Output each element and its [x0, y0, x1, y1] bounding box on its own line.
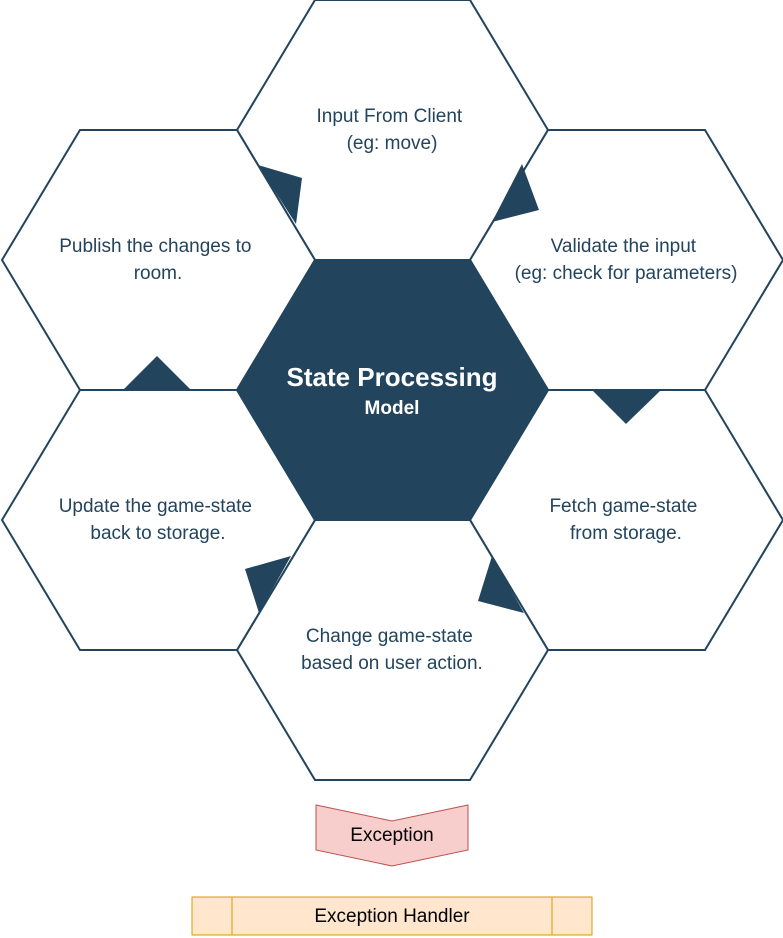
flow-arrow-fetch-to-change: [478, 556, 524, 613]
flow-arrow-publish-to-input: [258, 165, 302, 224]
exception-handler-label: Exception Handler: [314, 906, 470, 927]
exception-label: Exception: [350, 825, 433, 846]
center-title: State Processing: [287, 362, 498, 392]
flow-arrow-update-to-publish: [124, 356, 190, 389]
step-publish-text: Publish the changes to room.: [59, 236, 257, 284]
exception-chevron[interactable]: Exception: [315, 804, 469, 867]
step-fetch-text: Fetch game-state from storage.: [549, 496, 702, 544]
step-change-text: Change game-state based on user action.: [301, 626, 483, 674]
step-input-text: Input From Client (eg: move): [316, 106, 467, 154]
flow-arrow-change-to-update: [245, 556, 291, 613]
center-subtitle: Model: [365, 398, 420, 419]
step-validate-text: Validate the input (eg: check for parame…: [515, 236, 738, 284]
exception-handler-box[interactable]: Exception Handler: [191, 896, 593, 936]
flow-arrow-validate-to-fetch: [593, 391, 660, 424]
hex-center[interactable]: [235, 259, 550, 521]
flow-arrow-input-to-validate: [492, 164, 539, 222]
step-update-text: Update the game-state back to storage.: [59, 496, 258, 544]
